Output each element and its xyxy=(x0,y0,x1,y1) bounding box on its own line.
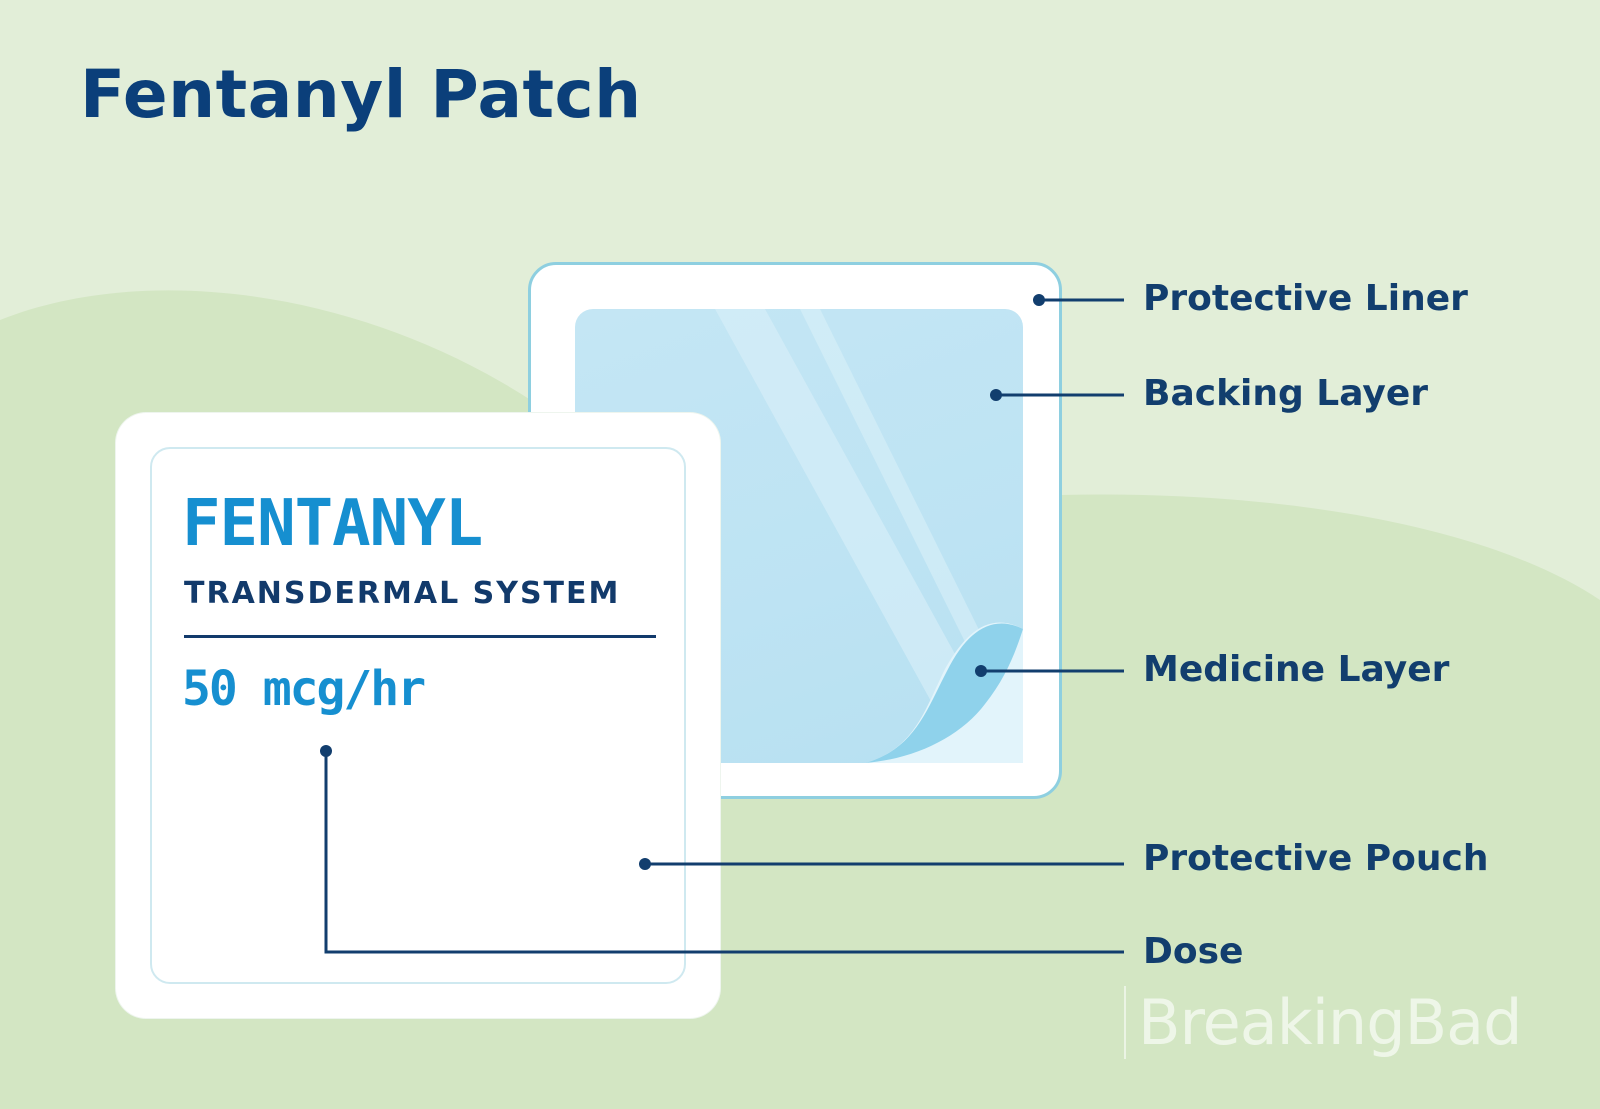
protective-pouch: FENTANYL TRANSDERMAL SYSTEM 50 mcg/hr xyxy=(116,413,720,1018)
dot-backing-layer xyxy=(990,389,1002,401)
dot-protective-liner xyxy=(1033,294,1045,306)
label-backing-layer: Backing Layer xyxy=(1143,373,1429,414)
dose-value: 50 mcg/hr xyxy=(182,661,426,717)
watermark: BreakingBad xyxy=(1124,986,1522,1059)
dot-protective-pouch xyxy=(639,858,651,870)
leader-dose xyxy=(324,751,1124,954)
dot-dose xyxy=(320,745,332,757)
product-subtitle: TRANSDERMAL SYSTEM xyxy=(184,576,621,611)
label-dose: Dose xyxy=(1143,931,1244,972)
page-title: Fentanyl Patch xyxy=(80,56,642,133)
divider xyxy=(184,635,656,638)
brand-name: FENTANYL xyxy=(182,487,483,561)
medicine-layer xyxy=(865,622,1023,763)
label-medicine-layer: Medicine Layer xyxy=(1143,649,1450,690)
dot-medicine-layer xyxy=(975,665,987,677)
label-protective-liner: Protective Liner xyxy=(1143,278,1468,319)
pouch-inner-border xyxy=(150,447,686,984)
label-protective-pouch: Protective Pouch xyxy=(1143,838,1489,879)
